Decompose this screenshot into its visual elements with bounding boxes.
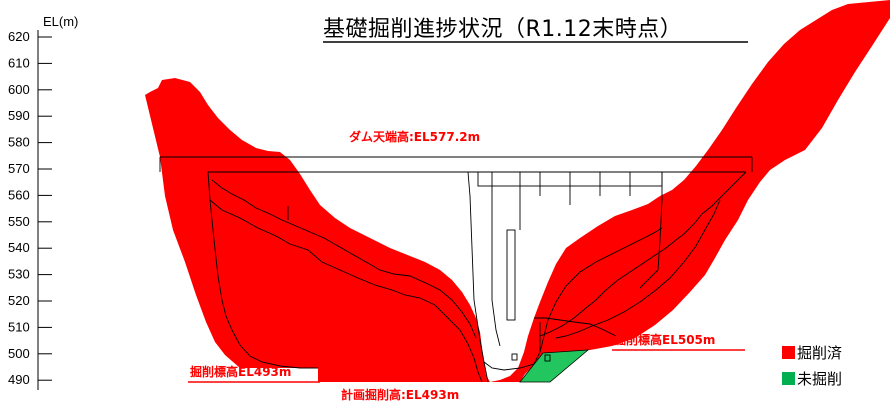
y-axis-tick-label-540: 540 bbox=[8, 240, 30, 255]
right-foundation-line bbox=[534, 317, 617, 337]
legend-swatch-excavated bbox=[782, 346, 795, 359]
excavated-area bbox=[145, 0, 890, 382]
gallery-floor bbox=[483, 227, 663, 371]
y-axis-tick-label-530: 530 bbox=[8, 267, 30, 282]
gallery-inner-line bbox=[491, 172, 501, 347]
left-step-line-1 bbox=[211, 179, 477, 339]
excavation-right-label: 掘削標高EL505m bbox=[614, 332, 715, 347]
right-abutment-excavated bbox=[490, 0, 890, 382]
y-axis-tick-label-510: 510 bbox=[8, 319, 30, 334]
legend-label-excavated: 掘削済 bbox=[797, 344, 842, 362]
planned-excavation-label: 計画掘削高:EL493m bbox=[341, 387, 459, 402]
y-axis: EL(m) 620 610 600 590 580 570 560 550 540 530 520 5… bbox=[8, 14, 78, 390]
unexcavated-area bbox=[519, 349, 590, 383]
right-step-line-2 bbox=[555, 199, 721, 339]
y-axis-tick-label-560: 560 bbox=[8, 187, 30, 202]
excavation-left-label: 掘削標高EL493m bbox=[190, 364, 291, 379]
y-axis-tick-label-580: 580 bbox=[8, 135, 30, 150]
right-step-line-1 bbox=[539, 171, 747, 337]
left-step-line-2 bbox=[209, 199, 318, 369]
y-axis-tick-label-590: 590 bbox=[8, 108, 30, 123]
y-axis-tick-label-490: 490 bbox=[8, 372, 30, 387]
y-axis-unit: EL(m) bbox=[43, 14, 78, 29]
left-abutment-excavated bbox=[145, 78, 490, 382]
gallery-right-wall bbox=[639, 172, 663, 289]
legend: 掘削済 未掘削 bbox=[782, 344, 842, 388]
left-foundation-line bbox=[207, 171, 483, 383]
y-axis-tick-label-550: 550 bbox=[8, 214, 30, 229]
center-drain-marker bbox=[511, 353, 518, 361]
intake-shaft bbox=[506, 229, 516, 321]
y-axis-tick-label-600: 600 bbox=[8, 82, 30, 97]
y-axis-tick-label-620: 620 bbox=[8, 29, 30, 44]
gallery-left-wall bbox=[467, 171, 489, 383]
right-drain-marker bbox=[544, 354, 551, 362]
crest-elevation-label: ダム天端高:EL577.2m bbox=[349, 129, 480, 144]
diagram-title: 基礎掘削進捗状況（R1.12末時点） bbox=[323, 17, 682, 42]
y-axis-tick-label-610: 610 bbox=[8, 55, 30, 70]
legend-swatch-unexcavated bbox=[782, 372, 795, 385]
y-axis-tick-label-500: 500 bbox=[8, 346, 30, 361]
y-axis-tick-label-520: 520 bbox=[8, 293, 30, 308]
dam-body-outline bbox=[159, 156, 753, 383]
legend-label-unexcavated: 未掘削 bbox=[797, 370, 842, 388]
y-axis-ticks: 620 610 600 590 580 570 560 550 540 530 520 510 500 4… bbox=[8, 29, 52, 387]
y-axis-tick-label-570: 570 bbox=[8, 161, 30, 176]
